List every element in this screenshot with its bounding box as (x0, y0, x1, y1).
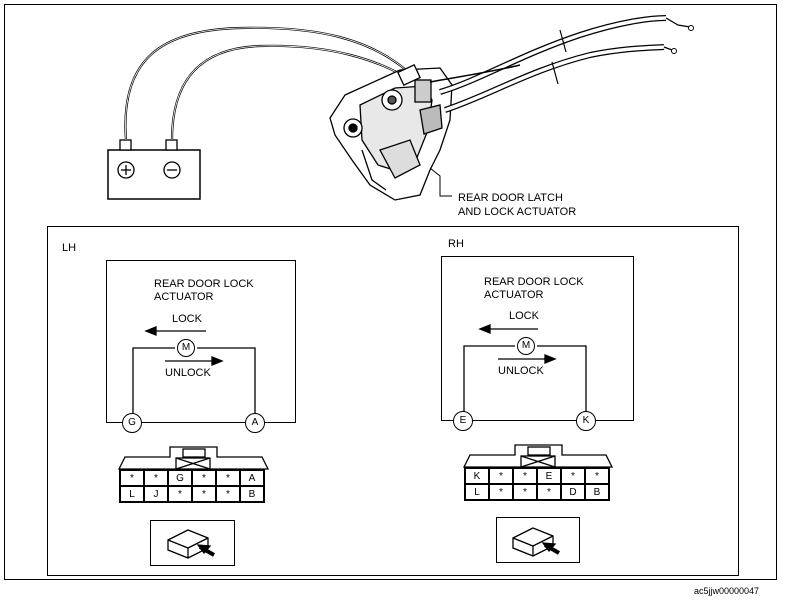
rh-circuit-wires (463, 324, 587, 412)
battery-post-negative (165, 139, 178, 151)
rh-pin: B (585, 484, 609, 500)
rh-pin: D (561, 484, 585, 500)
rh-actuator-title-line2: ACTUATOR (484, 289, 544, 301)
lh-pin: * (168, 486, 192, 502)
lh-terminal-g: G (122, 413, 142, 433)
lh-pin: * (192, 486, 216, 502)
lh-pin: * (216, 470, 240, 486)
rh-pin: * (561, 468, 585, 484)
lh-pin: B (240, 486, 264, 502)
rh-lock-label: LOCK (509, 310, 539, 322)
lh-terminal-a: A (245, 413, 265, 433)
rh-connector-pin-grid: K * * E * * L * * * D B (464, 467, 610, 501)
lh-pin: * (120, 470, 144, 486)
rh-pin: K (465, 468, 489, 484)
rh-pin: * (537, 484, 561, 500)
battery-post-positive (119, 139, 132, 151)
rh-pin: * (489, 484, 513, 500)
actuator-panel (47, 226, 739, 576)
latch-actuator-illustration (329, 63, 453, 201)
rh-unlock-label: UNLOCK (498, 365, 544, 377)
rh-pin: * (513, 468, 537, 484)
rh-connector-plug-icon (512, 527, 560, 557)
rh-actuator-box (441, 256, 634, 421)
lh-actuator-title-line1: REAR DOOR LOCK (154, 278, 254, 290)
lh-connector-plug-icon (167, 529, 215, 559)
lh-circuit-wires (132, 326, 256, 413)
lh-pin: * (144, 470, 168, 486)
lh-lock-label: LOCK (172, 313, 202, 325)
lh-motor-icon: M (177, 339, 195, 357)
rh-terminal-k: K (576, 411, 596, 431)
rh-pin: E (537, 468, 561, 484)
lh-unlock-label: UNLOCK (165, 367, 211, 379)
lh-pin: L (120, 486, 144, 502)
rh-connector-view-box (496, 517, 580, 563)
lh-pin: * (216, 486, 240, 502)
rh-connector-housing (462, 444, 614, 468)
lh-side-label: LH (62, 242, 77, 254)
latch-label-line2: AND LOCK ACTUATOR (458, 206, 577, 218)
rh-pin: * (489, 468, 513, 484)
lh-pin: A (240, 470, 264, 486)
lh-pin: * (192, 470, 216, 486)
lh-pin: G (168, 470, 192, 486)
rh-pin: * (585, 468, 609, 484)
lh-pin: J (144, 486, 168, 502)
rh-pin: * (513, 484, 537, 500)
rh-terminal-e: E (453, 411, 473, 431)
latch-label-line1: REAR DOOR LATCH (458, 192, 563, 204)
rh-motor-icon: M (517, 337, 535, 355)
outer-frame (4, 4, 777, 580)
rh-side-label: RH (448, 238, 464, 250)
lh-connector-pin-grid: * * G * * A L J * * * B (119, 469, 265, 503)
lh-connector-view-box (150, 520, 235, 566)
lh-actuator-box (106, 260, 296, 423)
image-code: ac5jjw00000047 (694, 586, 760, 596)
latch-leader-line (429, 167, 452, 197)
rh-pin: L (465, 484, 489, 500)
rh-actuator-title-line1: REAR DOOR LOCK (484, 276, 584, 288)
lh-actuator-title-line2: ACTUATOR (154, 291, 214, 303)
